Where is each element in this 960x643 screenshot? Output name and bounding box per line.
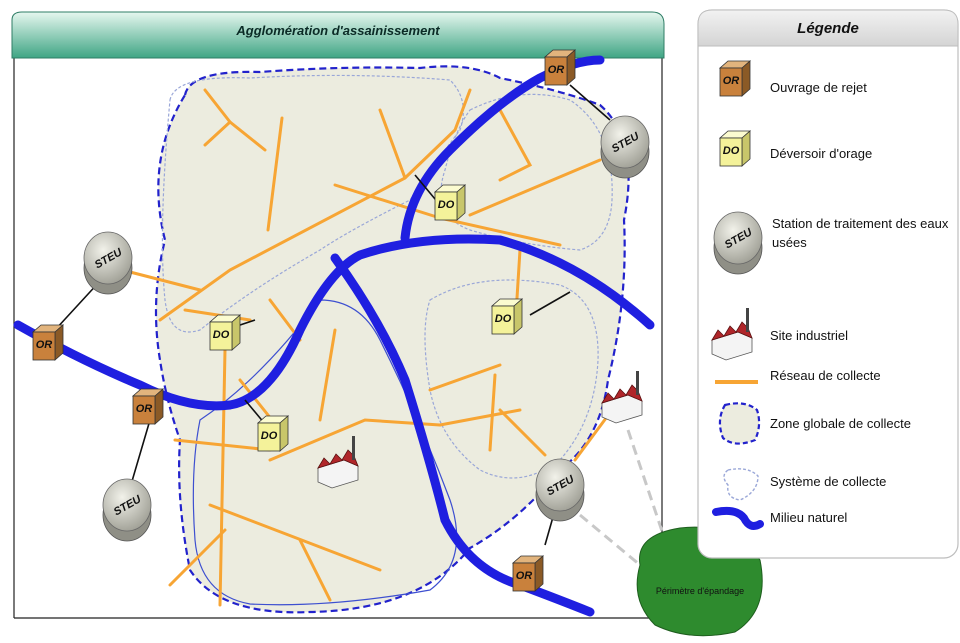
svg-text:Réseau de collecte: Réseau de collecte: [770, 368, 881, 383]
svg-text:Zone globale de collecte: Zone globale de collecte: [770, 416, 911, 431]
svg-text:OR: OR: [723, 75, 740, 87]
steu-2: STEU: [83, 231, 133, 295]
steu-3: STEU: [102, 478, 152, 542]
legend-item-steu: STEU Station de traitement des eaux usée…: [713, 211, 949, 275]
or-box-2: OR: [32, 324, 64, 361]
do-box-2: DO: [209, 314, 241, 351]
svg-text:DO: DO: [495, 313, 512, 325]
legend-item-industrial-site: Site industriel: [711, 307, 848, 361]
main-panel: Agglomération d'assainissement: [11, 11, 665, 619]
or-box-1: OR: [544, 49, 576, 86]
do-box-3: DO: [491, 298, 523, 335]
svg-text:DO: DO: [438, 199, 455, 211]
legend-item-collection-system: Système de collecte: [723, 468, 886, 501]
effluent-links: [579, 429, 667, 567]
steu-1: STEU: [600, 115, 650, 179]
svg-text:Déversoir d'orage: Déversoir d'orage: [770, 146, 872, 161]
natural-environment-icon: [712, 506, 764, 530]
steu-icon: STEU: [713, 211, 763, 275]
svg-text:DO: DO: [723, 145, 740, 157]
svg-text:Ouvrage de rejet: Ouvrage de rejet: [770, 80, 867, 95]
collection-system-1: [161, 74, 464, 333]
svg-text:Milieu naturel: Milieu naturel: [770, 510, 847, 525]
collection-system-3: [424, 279, 599, 479]
or-box-3: OR: [132, 388, 164, 425]
ouvrage-de-rejet-icon: OR: [719, 60, 751, 97]
svg-text:Station de traitement des eaux: Station de traitement des eaux: [772, 216, 949, 231]
legend-item-ouvrage-de-rejet: OR Ouvrage de rejet: [719, 60, 867, 97]
diagram-title: Agglomération d'assainissement: [235, 23, 440, 38]
deversoir-d-orage-icon: DO: [719, 130, 751, 167]
svg-text:OR: OR: [548, 64, 565, 76]
svg-text:OR: OR: [136, 403, 153, 415]
svg-text:DO: DO: [261, 430, 278, 442]
svg-text:Système de collecte: Système de collecte: [770, 474, 886, 489]
legend-item-deversoir: DO Déversoir d'orage: [719, 130, 872, 167]
collection-network: [128, 88, 614, 607]
svg-text:usées: usées: [772, 235, 807, 250]
svg-text:OR: OR: [516, 570, 533, 582]
legend-item-network: Réseau de collecte: [715, 368, 881, 384]
svg-text:OR: OR: [36, 339, 53, 351]
collection-system-2: [440, 93, 613, 251]
steu-4: STEU: [535, 458, 585, 522]
do-box-4: DO: [257, 415, 289, 452]
legend-panel: Légende OR Ouvrage de rejet DO Déversoir…: [697, 9, 959, 559]
or-box-4: OR: [512, 555, 544, 592]
spreading-perimeter-label: Périmètre d'épandage: [656, 586, 744, 596]
legend-item-natural-environment: Milieu naturel: [712, 506, 847, 530]
global-collection-zone-icon: [718, 402, 761, 445]
collection-system-icon: [723, 468, 759, 501]
svg-text:Site industriel: Site industriel: [770, 328, 848, 343]
svg-text:DO: DO: [213, 329, 230, 341]
legend-item-global-zone: Zone globale de collecte: [718, 402, 911, 445]
legend-title: Légende: [797, 20, 859, 37]
do-box-1: DO: [434, 184, 466, 221]
